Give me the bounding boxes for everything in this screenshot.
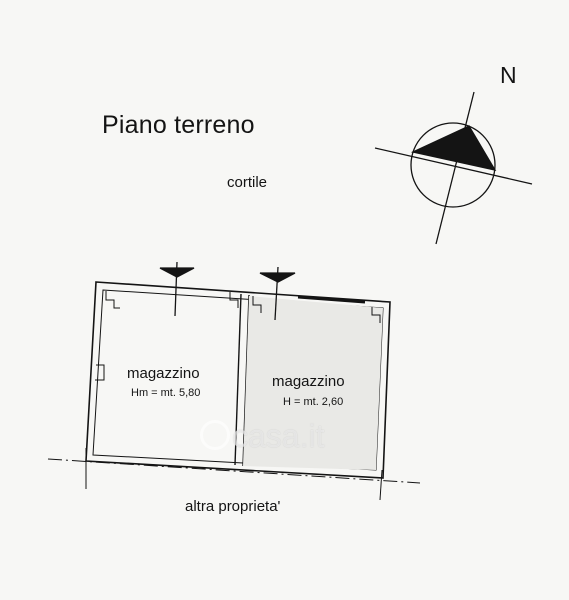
house-logo-icon (200, 420, 230, 450)
plan-title: Piano terreno (102, 111, 255, 139)
door-lintel (297, 295, 366, 304)
watermark: casa.it (200, 418, 324, 455)
compass-icon (374, 91, 533, 245)
watermark-text: casa.it (232, 418, 325, 454)
room-a-height: Hm = mt. 5,80 (131, 387, 201, 399)
room-b-name: magazzino (272, 373, 345, 390)
property-boundary-line (47, 448, 421, 501)
north-label: N (500, 62, 517, 88)
courtyard-label: cortile (227, 174, 268, 191)
room-a-name: magazzino (127, 365, 200, 382)
room-b-height: H = mt. 2,60 (283, 396, 344, 408)
wall-pilasters (95, 291, 381, 381)
entrance-marker-icon (159, 261, 296, 321)
room-b-area (243, 296, 383, 470)
neighbour-property-label: altra proprieta' (185, 498, 281, 515)
